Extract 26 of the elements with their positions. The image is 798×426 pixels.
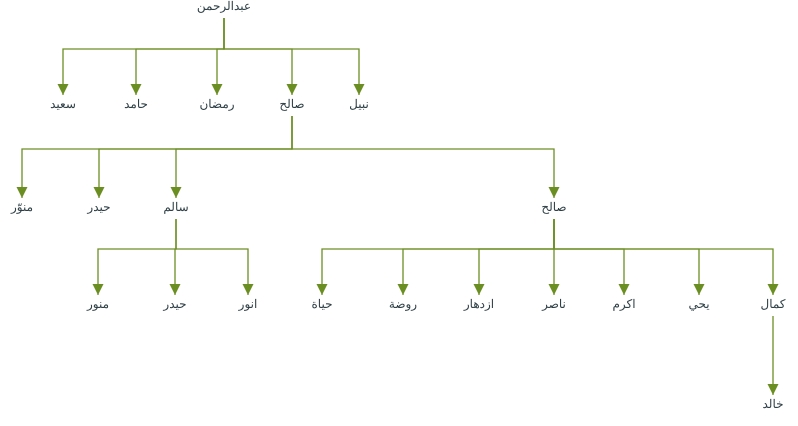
name-label: حيدر	[85, 199, 113, 215]
name-label: حياة	[310, 296, 334, 312]
connector-arrow	[553, 219, 778, 295]
name-label: نبيل	[347, 96, 371, 112]
name-label: خالد	[760, 396, 786, 412]
name-label: ازدهار	[462, 296, 496, 312]
name-label: عبدالرحمن	[194, 0, 254, 14]
connector-arrow	[768, 316, 778, 395]
name-label: انور	[236, 296, 260, 312]
name-label: منوّر	[8, 199, 36, 215]
name-label: سالم	[161, 199, 191, 215]
name-label: رمضان	[197, 96, 237, 112]
name-label: حامد	[122, 96, 150, 112]
name-label: ناصر	[540, 296, 568, 312]
connector-arrow	[223, 18, 364, 95]
name-label: سعيد	[48, 96, 78, 112]
name-label: حيدر	[161, 296, 189, 312]
connector-arrow	[291, 116, 560, 198]
name-label: روضة	[386, 296, 420, 312]
name-label: صالح	[277, 96, 307, 112]
name-label: يحي	[686, 296, 712, 312]
name-label: كمال	[758, 296, 788, 312]
name-label: اكرم	[610, 296, 638, 312]
name-label: صالح	[539, 199, 569, 215]
name-label: منور	[84, 296, 112, 312]
connector-arrow	[175, 219, 254, 295]
